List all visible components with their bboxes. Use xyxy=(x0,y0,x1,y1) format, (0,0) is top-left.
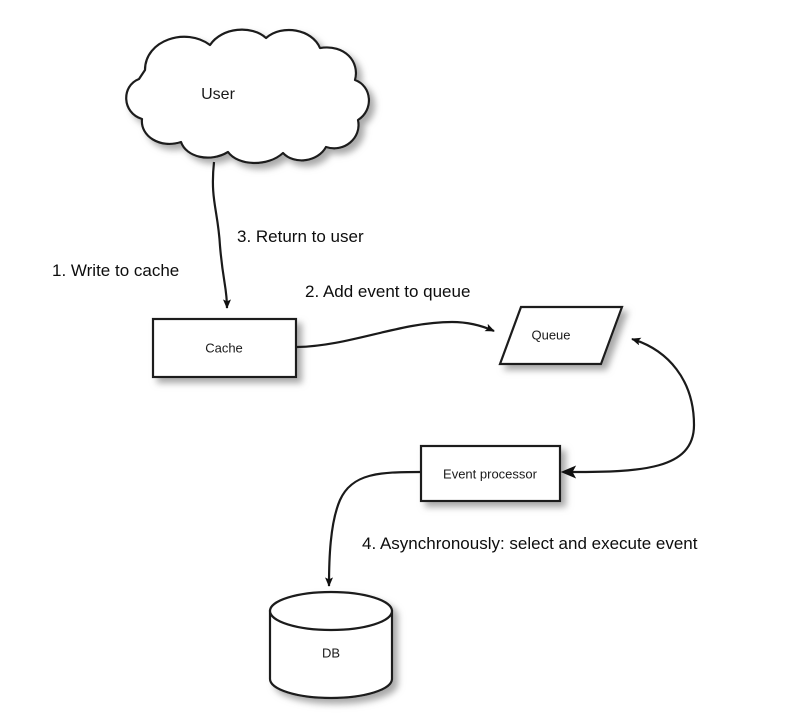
node-db[interactable] xyxy=(268,590,394,700)
edge-processor-to-db xyxy=(325,470,421,587)
step-label-2: 2. Add event to queue xyxy=(305,282,471,301)
step-label-3: 3. Return to user xyxy=(237,227,364,246)
cache-box xyxy=(151,317,298,379)
cloud-shape xyxy=(125,28,370,165)
node-queue[interactable] xyxy=(498,305,624,366)
edge-cache-to-queue xyxy=(296,320,495,349)
db-top-ellipse xyxy=(268,590,394,632)
queue-shape xyxy=(498,305,624,366)
edge-processor-to-queue-arrowhead-left xyxy=(560,465,577,479)
edge-user-to-cache xyxy=(211,161,231,309)
edge-processor-to-queue xyxy=(570,337,696,474)
step-label-1: 1. Write to cache xyxy=(52,261,180,280)
node-user[interactable] xyxy=(125,28,370,165)
db-body xyxy=(268,609,394,700)
step-label-4: 4. Asynchronously: select and execute ev… xyxy=(362,534,698,553)
event-processor-box xyxy=(419,444,562,503)
node-event-processor[interactable] xyxy=(419,444,562,503)
node-cache[interactable] xyxy=(151,317,298,379)
